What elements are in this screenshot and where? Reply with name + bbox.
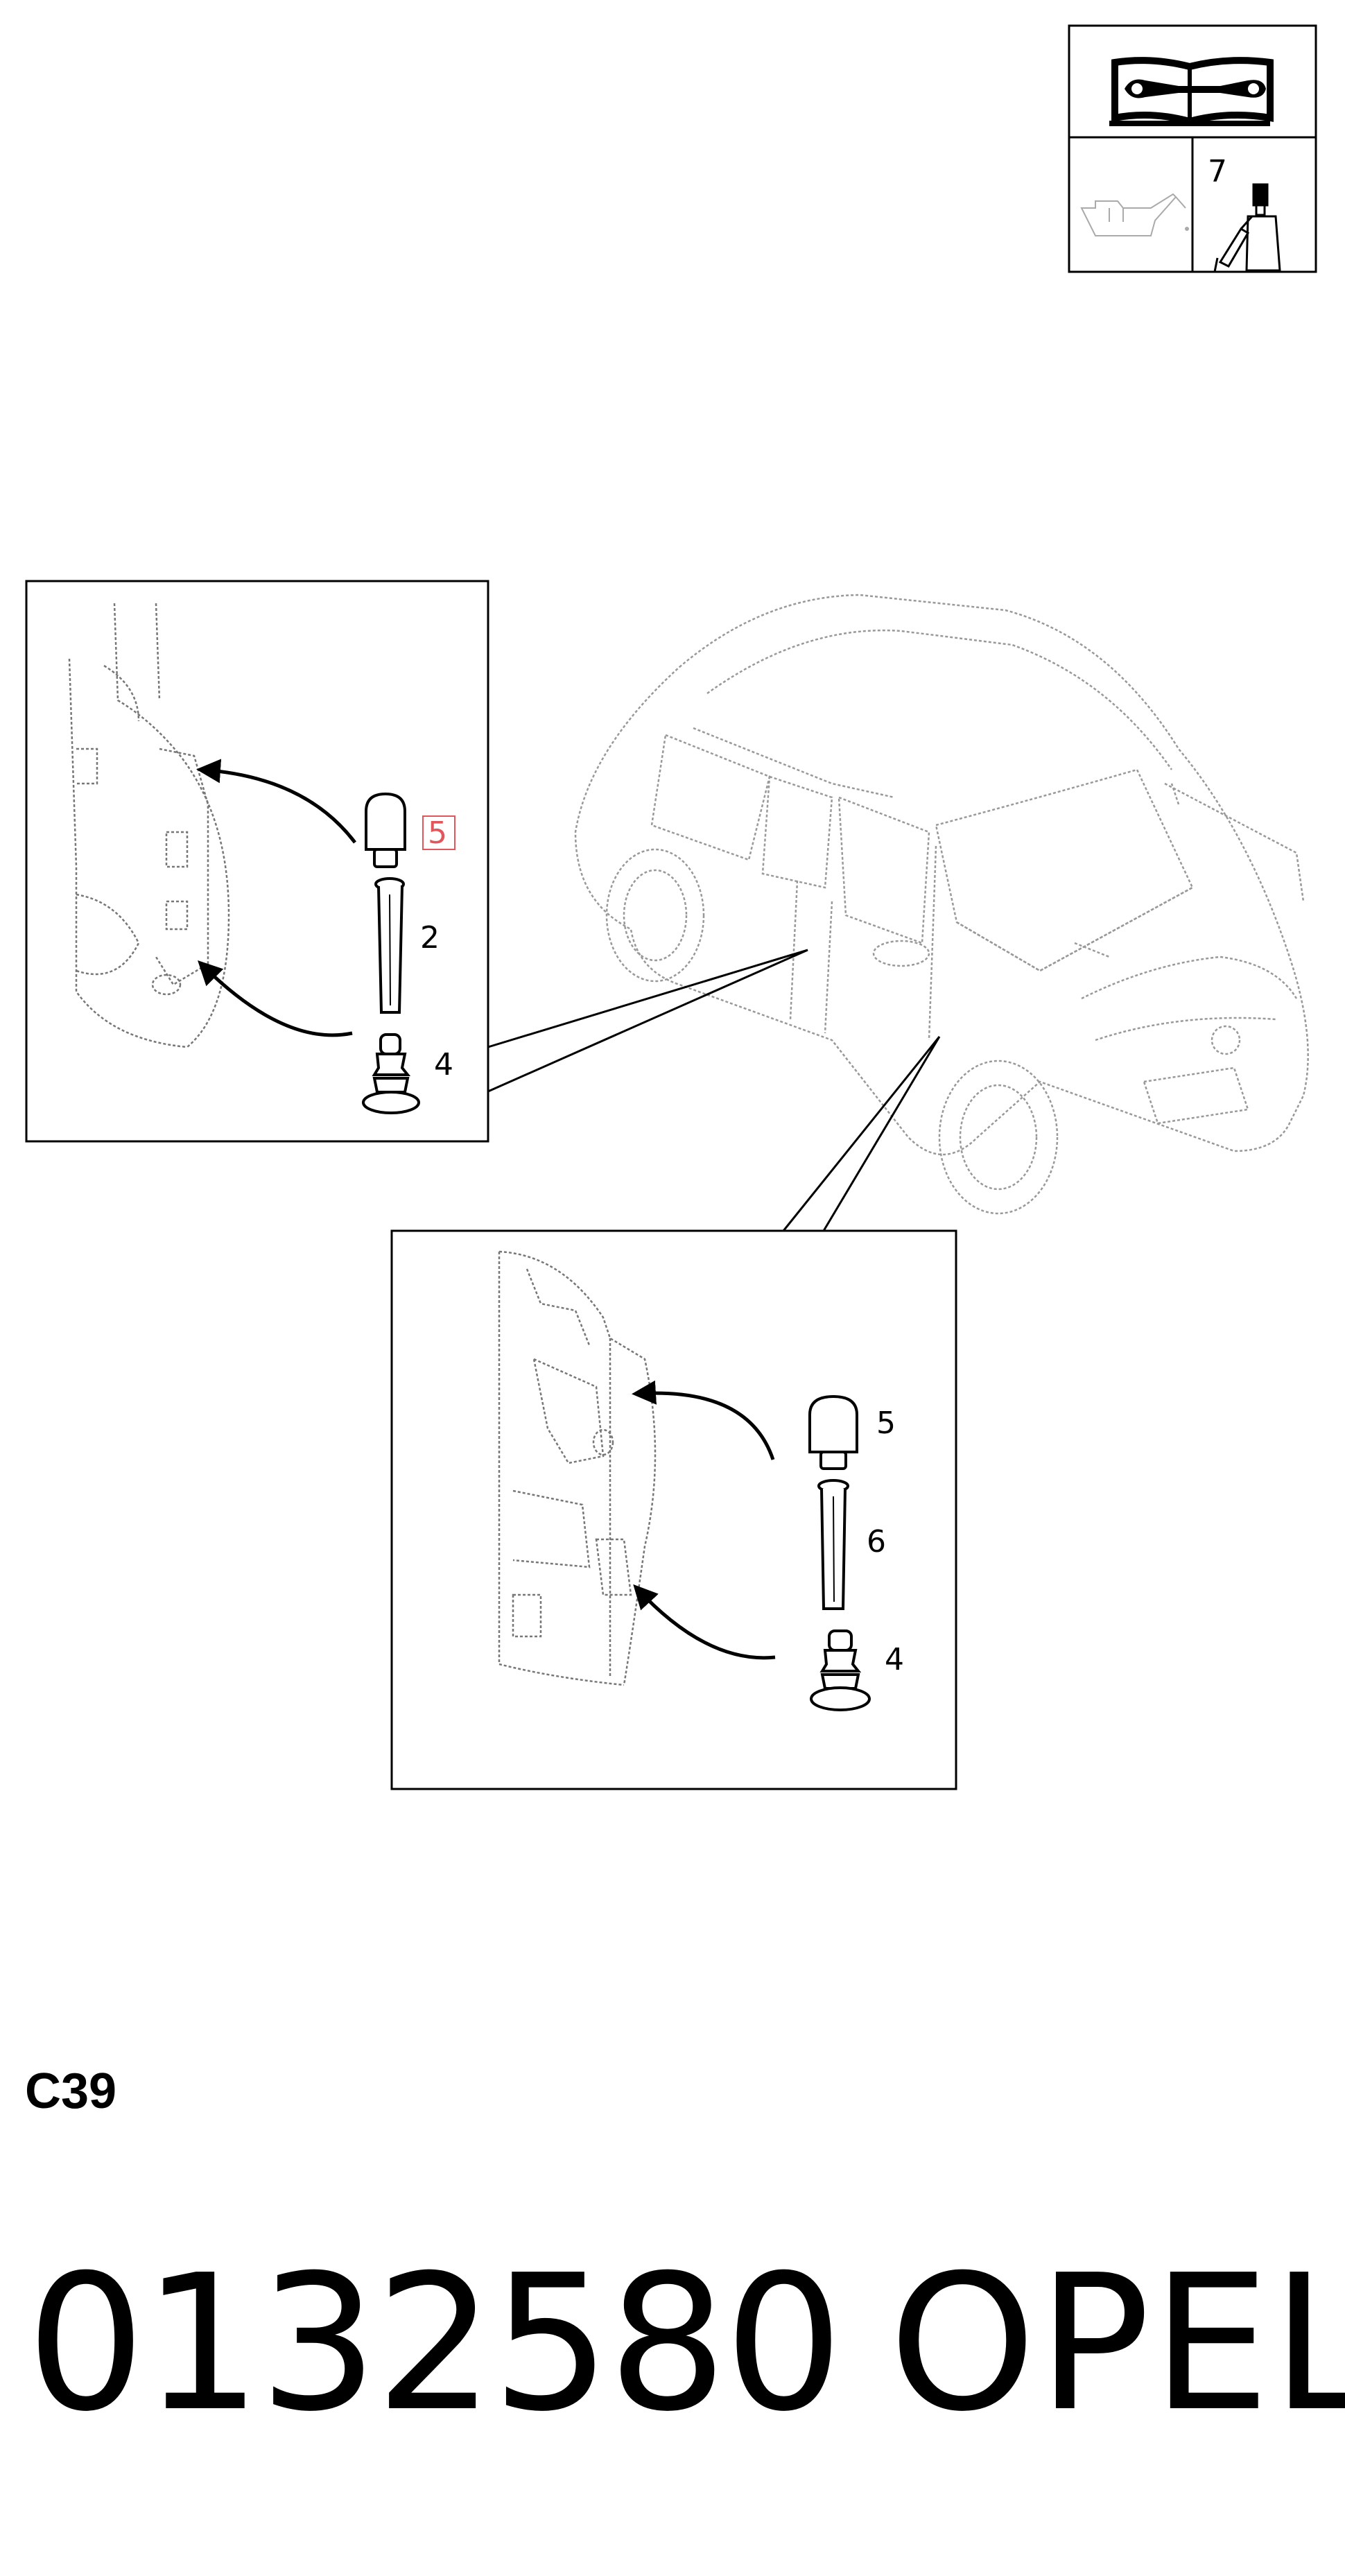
arrow-bottom-1 <box>632 1380 775 1460</box>
cap-part <box>365 792 406 868</box>
grommet-part <box>810 1630 871 1711</box>
sealant-label: 7 <box>1208 154 1227 189</box>
section-code: C39 <box>25 2064 117 2119</box>
arrow-top-1 <box>196 759 356 844</box>
grommet-part <box>362 1033 420 1114</box>
door-panel-drawing <box>498 1250 657 1686</box>
callout-5: 5 <box>876 1406 896 1441</box>
callout-6: 6 <box>867 1524 886 1559</box>
door-pillar-drawing <box>68 603 230 1048</box>
cap-part <box>808 1394 858 1470</box>
pin-part <box>817 1479 849 1610</box>
arrow-top-2 <box>198 960 353 1037</box>
callout-4: 4 <box>885 1642 904 1677</box>
leader-lines <box>487 949 941 1231</box>
header-icon-box: 7 <box>1068 24 1317 273</box>
callout-4: 4 <box>434 1047 453 1082</box>
open-book-wrench-icon <box>1109 57 1274 126</box>
highlight-box <box>422 815 455 850</box>
oil-can-icon <box>1080 193 1189 236</box>
arrow-bottom-2 <box>633 1584 776 1660</box>
inset-top: 5 2 4 <box>25 580 489 1143</box>
inset-bottom: 5 6 4 <box>390 1229 957 1790</box>
brand-name: OPEL <box>889 2234 1345 2453</box>
car-mpv-icon <box>574 594 1309 1215</box>
callout-5: 5 <box>428 815 447 851</box>
pin-part <box>374 877 405 1014</box>
callout-2: 2 <box>420 920 440 956</box>
part-number: 0132580 <box>26 2234 843 2453</box>
footer: 0132580 OPEL <box>0 2250 1345 2458</box>
sealant-tube-icon <box>1213 183 1281 273</box>
